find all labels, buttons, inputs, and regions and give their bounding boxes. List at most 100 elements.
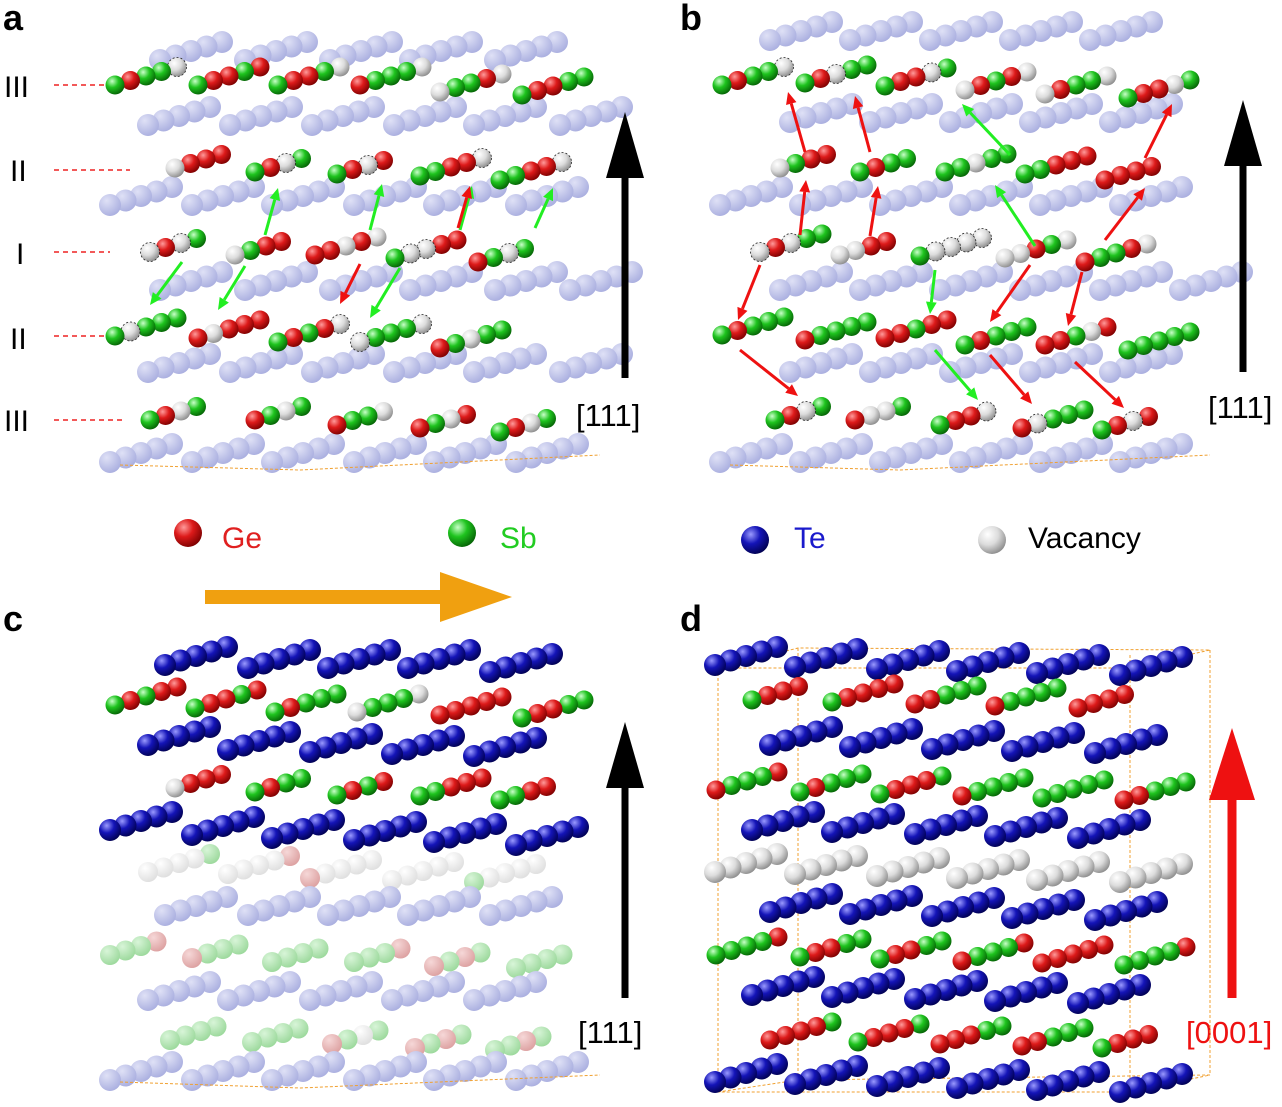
ge-atom: [410, 418, 430, 438]
te-atom: [505, 834, 527, 856]
sb-atom: [378, 693, 398, 713]
sb-atom: [1092, 420, 1112, 440]
atom-chain: [741, 966, 825, 1006]
sb-atom-faded: [131, 936, 151, 956]
atom-chain: [245, 769, 311, 802]
atom-chain: [181, 176, 265, 216]
te-atom-faded: [219, 114, 241, 136]
ge-atom: [869, 679, 888, 698]
sb-atom: [167, 308, 187, 328]
atom-chain: [1068, 685, 1134, 718]
ge-atom: [758, 686, 777, 705]
atom-chain: [327, 151, 393, 184]
ge-atom: [432, 235, 451, 254]
sb-atom: [1118, 340, 1138, 360]
atom-chain: [1026, 644, 1110, 684]
ge-atom: [219, 66, 239, 86]
atom-chain: [790, 764, 872, 802]
sb-atom: [1118, 88, 1138, 108]
atom-chain: [262, 938, 329, 972]
hop-arrow: [990, 264, 1032, 322]
ge-atom: [1108, 1034, 1127, 1053]
atom-chain: [344, 938, 411, 972]
atom-chain: [154, 636, 238, 676]
hop-arrow: [739, 348, 798, 396]
atom-chain: [929, 261, 1013, 301]
atom-chain: [300, 850, 382, 888]
ge-atom: [477, 69, 496, 88]
atom-chain: [1032, 770, 1114, 808]
te-atom-faded: [949, 451, 971, 473]
atom-chain: [985, 678, 1067, 716]
ge-atom: [706, 780, 726, 800]
sb-atom-faded: [439, 951, 460, 972]
ge-atom: [235, 315, 254, 334]
atom-chain: [301, 96, 385, 136]
sb-atom: [932, 766, 952, 786]
sb-atom: [296, 693, 316, 713]
atom-chain: [910, 228, 992, 266]
te-atom-faded: [939, 111, 961, 133]
sb-atom: [753, 932, 772, 951]
te-atom: [784, 1073, 806, 1095]
atom-chain: [1109, 433, 1193, 473]
ge-atom: [1051, 80, 1070, 99]
hop-arrow: [368, 184, 385, 231]
legend-sb-label: Sb: [500, 522, 537, 555]
sb-atom: [712, 75, 732, 95]
te-atom-faded: [505, 194, 527, 216]
atom-chain: [1001, 722, 1085, 762]
ge-atom-faded: [390, 938, 411, 959]
vacancy-site: [1057, 230, 1077, 250]
ge-atom: [256, 236, 276, 256]
ge-atom: [961, 406, 981, 426]
te-atom-faded: [789, 194, 811, 216]
sb-atom: [490, 790, 510, 810]
te-atom-faded: [505, 451, 527, 473]
vacancy-site: [866, 865, 888, 887]
ge-atom: [985, 696, 1005, 716]
sb-atom: [759, 312, 778, 331]
sb-atom: [999, 773, 1018, 792]
vacancy-site: [1082, 322, 1101, 341]
hop-arrow: [988, 354, 1032, 404]
atom-chain: [1084, 891, 1168, 931]
ge-atom: [1139, 1025, 1158, 1044]
sb-atom: [268, 332, 288, 352]
sb-atom-faded: [368, 1020, 389, 1041]
ge-atom: [971, 331, 990, 350]
sb-atom: [1074, 400, 1094, 420]
ge-atom: [861, 236, 881, 256]
hop-arrow: [533, 188, 553, 229]
atom-chain: [904, 970, 988, 1010]
te-atom: [1109, 1081, 1131, 1103]
sb-atom: [446, 78, 465, 97]
atom-chain: [784, 845, 868, 885]
te-atom: [759, 734, 781, 756]
ge-atom: [1111, 166, 1130, 185]
sb-atom: [1032, 683, 1051, 702]
ge-atom: [1079, 940, 1098, 959]
sb-atom: [986, 71, 1006, 91]
sb-atom-faded: [191, 1021, 211, 1041]
atom-chain: [149, 261, 233, 301]
atom-chain: [709, 433, 793, 473]
ge-atom: [946, 1030, 965, 1049]
te-atom-faded: [154, 904, 176, 926]
sb-atom: [276, 773, 296, 793]
atom-chain: [770, 145, 836, 178]
sb-atom-faded: [337, 1029, 358, 1050]
ge-atom: [776, 1026, 795, 1045]
atom-chain: [1114, 937, 1196, 975]
sb-atom: [315, 62, 334, 81]
atom-chain: [245, 149, 311, 182]
atom-chain: [188, 57, 270, 95]
ge-atom: [801, 149, 821, 169]
vacancy-site: [225, 245, 245, 265]
vacancy-faded: [264, 850, 285, 871]
sb-atom: [1066, 75, 1086, 95]
sb-atom: [786, 154, 805, 173]
atom-chain: [784, 638, 868, 678]
panel-c-letter: c: [3, 598, 23, 639]
ge-atom: [343, 781, 362, 800]
